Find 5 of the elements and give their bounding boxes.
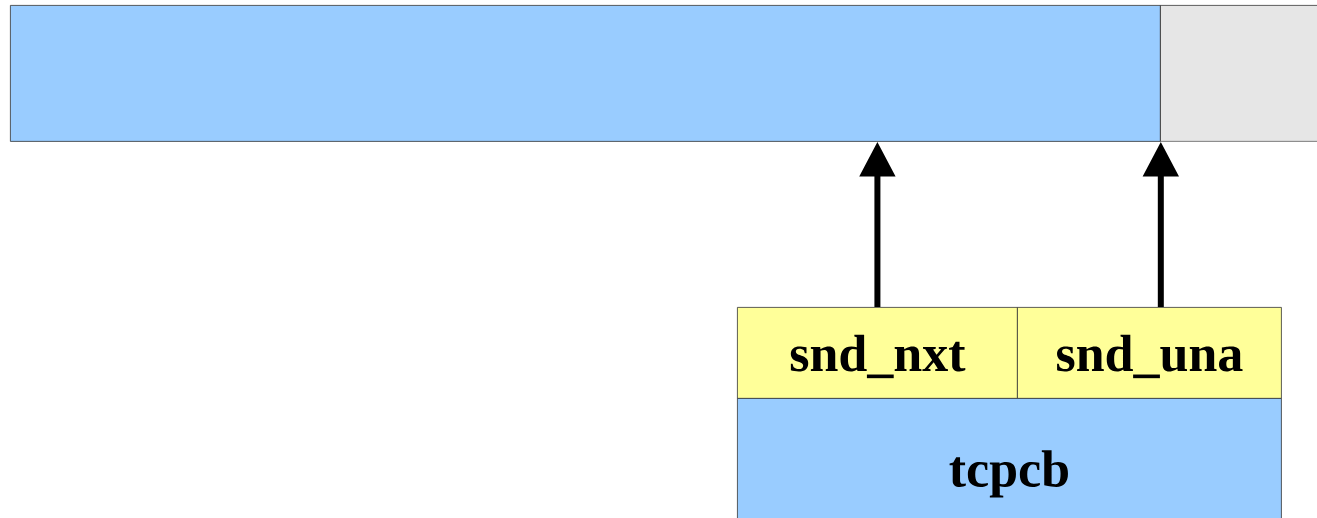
struct-box: tcpcb bbox=[737, 398, 1282, 518]
buffer-bar bbox=[1160, 5, 1317, 142]
buffer-bar bbox=[10, 5, 1161, 142]
field-cell: snd_nxt bbox=[737, 307, 1018, 399]
field-cell: snd_una bbox=[1017, 307, 1282, 399]
